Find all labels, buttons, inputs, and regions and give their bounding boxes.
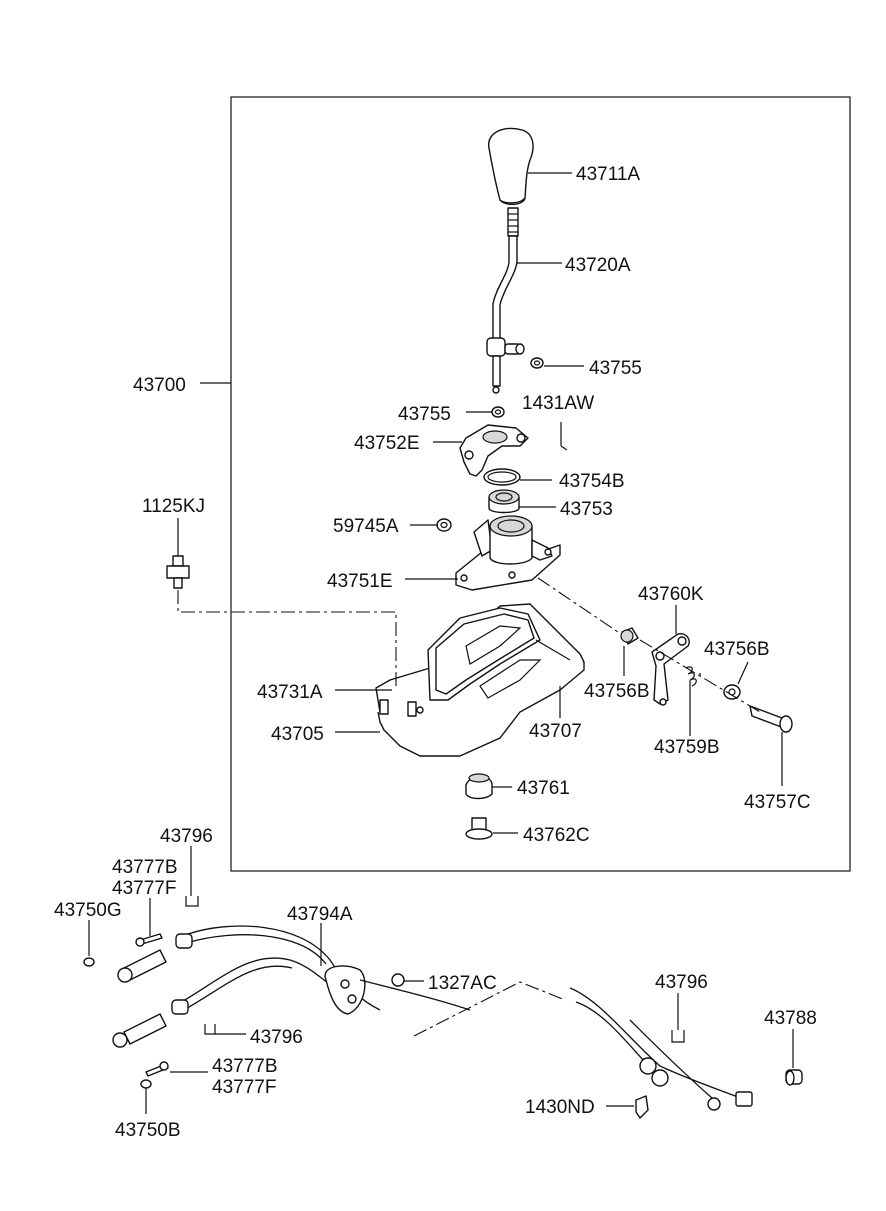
label-43711A: 43711A [576, 164, 640, 185]
label-43760K: 43760K [638, 584, 704, 605]
label-43756B-right: 43756B [704, 639, 770, 660]
label-1430ND: 1430ND [525, 1097, 595, 1118]
nut-1327AC [391, 973, 405, 987]
label-43762C: 43762C [523, 825, 590, 846]
bushing-43762C [465, 817, 493, 840]
label-43788: 43788 [764, 1008, 817, 1029]
bushing-43756B-right [723, 684, 741, 700]
grommet-43761 [465, 773, 493, 800]
cable-end-upper [117, 933, 193, 983]
bushing-43753 [488, 489, 520, 514]
label-43754B: 43754B [559, 471, 625, 492]
leader-bolt-to-base [177, 590, 397, 688]
part-labels: 43711A 43720A 43755 43700 43755 1431AW 4… [54, 164, 817, 1141]
label-43756B-left: 43756B [584, 681, 650, 702]
label-43707: 43707 [529, 721, 582, 742]
leader-housing-to-bushing [537, 577, 619, 633]
spring-43759B [685, 666, 697, 687]
pin-1431AW [560, 422, 568, 451]
label-43700: 43700 [133, 375, 186, 396]
detent-lever-43760K [651, 632, 690, 706]
label-59745A: 59745A [333, 516, 399, 537]
bushing-43788 [785, 1069, 803, 1086]
cotter-pin-bottom [145, 1061, 169, 1077]
label-43777B-top: 43777B [112, 857, 178, 878]
label-43796-mid: 43796 [250, 1027, 303, 1048]
label-43794A: 43794A [287, 904, 353, 925]
shift-knob [488, 127, 534, 205]
label-1431AW: 1431AW [522, 393, 594, 414]
label-43759B: 43759B [654, 737, 720, 758]
label-43753: 43753 [560, 499, 613, 520]
bushing-43756B-left [620, 627, 639, 645]
label-43777B-bottom: 43777B [212, 1056, 278, 1077]
ring-43754B [483, 468, 521, 486]
shift-lever [486, 207, 525, 394]
label-1125KJ: 1125KJ [142, 496, 205, 517]
label-43796-right: 43796 [655, 972, 708, 993]
cable-end-right [639, 1057, 753, 1111]
label-43751E: 43751E [327, 571, 393, 592]
label-43761: 43761 [517, 778, 570, 799]
washer-43750B [140, 1079, 152, 1089]
base-housing-43731A [375, 603, 585, 757]
label-43720A: 43720A [565, 255, 631, 276]
label-43750G: 43750G [54, 900, 122, 921]
label-43750B: 43750B [115, 1120, 181, 1141]
clip-1430ND [635, 1095, 649, 1119]
housing-43751E [455, 515, 561, 591]
label-43731A: 43731A [257, 682, 323, 703]
label-43757C: 43757C [744, 792, 811, 813]
label-43755-right: 43755 [589, 358, 642, 379]
label-43752E: 43752E [354, 433, 420, 454]
label-43796-top: 43796 [160, 826, 213, 847]
clip-43796-right [671, 1030, 685, 1043]
label-1327AC: 1327AC [428, 973, 497, 994]
cotter-pin-top [135, 933, 163, 947]
assembly-frame [230, 96, 851, 872]
label-43705: 43705 [271, 724, 324, 745]
nut-59745A [436, 518, 452, 532]
bolt-1125KJ [166, 555, 190, 589]
clip-43796-mid [204, 1024, 216, 1035]
bracket-43752E [459, 424, 529, 477]
label-43755-left: 43755 [398, 404, 451, 425]
washer-43755-left [491, 406, 505, 418]
shift-cable-43794A [112, 925, 753, 1111]
label-43777F-bottom: 43777F [212, 1077, 276, 1098]
leader-lines [88, 172, 794, 1114]
cable-end-lower [112, 999, 189, 1048]
clip-43796-top [185, 896, 199, 907]
washer-43755-right [530, 357, 544, 369]
washer-43750G [83, 957, 95, 967]
label-43777F-top: 43777F [112, 878, 176, 899]
